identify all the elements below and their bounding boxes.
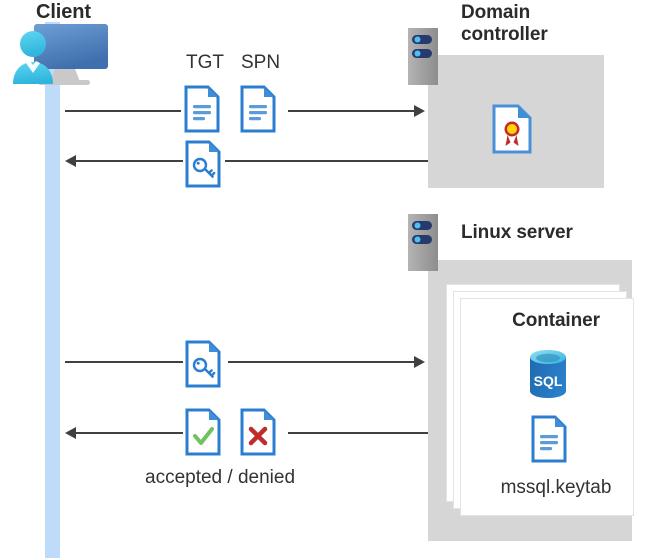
keytab-document-icon [531,415,567,463]
server-rack-icon [408,214,438,271]
domain-controller-title: Domain controller [461,2,548,46]
linux-server-title: Linux server [461,222,573,243]
message-2-arrowhead [65,155,76,167]
sql-database-icon: SQL [524,348,568,398]
container-title: Container [512,310,600,331]
certificate-document-icon [492,104,532,154]
keytab-filename-label: mssql.keytab [500,477,612,498]
client-title: Client [36,1,91,23]
svg-text:SQL: SQL [534,373,563,389]
spn-document-icon [240,85,276,133]
tgt-document-icon [184,85,220,133]
client-workstation-icon [8,22,114,94]
service-ticket-key-document-icon [185,140,221,188]
message-4-line-right [288,432,428,434]
tgt-label: TGT [186,52,224,73]
message-2-line-right [225,160,428,162]
message-2-line-left [75,160,183,162]
spn-label: SPN [241,52,281,73]
message-1-line-left [65,110,181,112]
message-3-line-left [65,361,183,363]
server-rack-icon [408,28,438,85]
service-ticket-key-document-icon [185,340,221,388]
message-3-arrowhead [414,356,425,368]
container-card-front [460,298,634,516]
message-1-line-right [288,110,415,112]
accepted-document-icon [185,408,221,456]
accepted-denied-label: accepted / denied [145,467,296,488]
denied-document-icon [240,408,276,456]
message-3-line-right [228,361,415,363]
message-4-arrowhead [65,427,76,439]
message-1-arrowhead [414,105,425,117]
client-lifeline [45,22,60,558]
message-4-line-left [75,432,183,434]
